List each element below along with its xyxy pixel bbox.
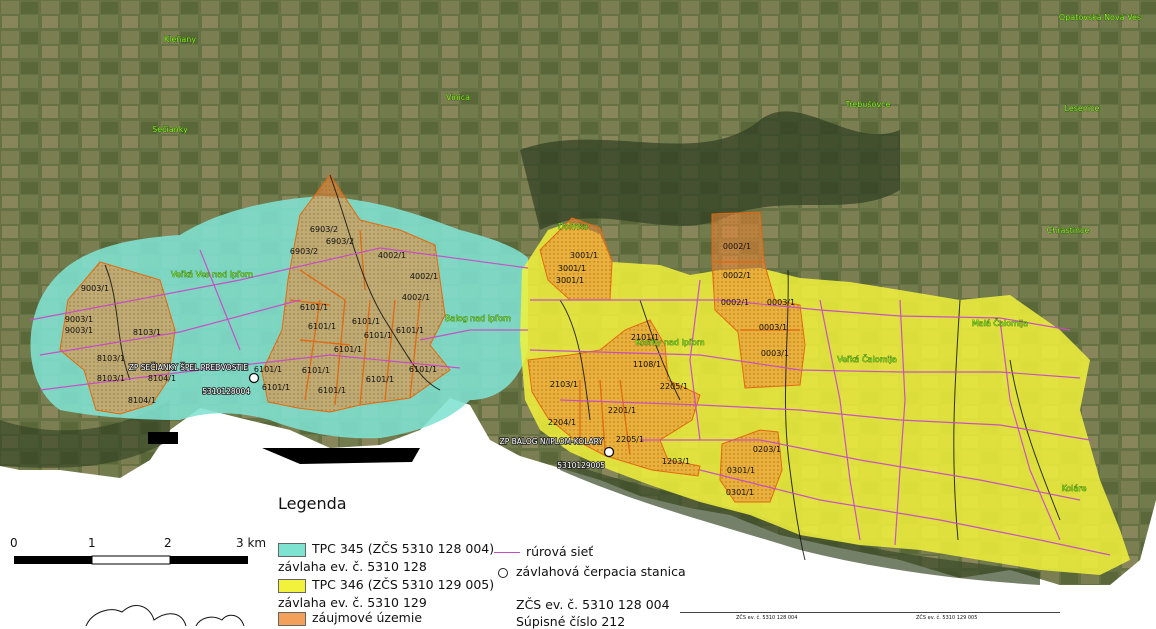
- parcel-label: 8103/1: [97, 374, 125, 383]
- parcel-label: 0002/1: [721, 298, 749, 307]
- station-code: 5310129005: [557, 461, 605, 470]
- station-name: ZP SEČIANKY ŠPEL PREDVOSTIE: [129, 363, 249, 372]
- parcel-label: 0301/1: [727, 466, 755, 475]
- parcel-label: 2201/1: [608, 406, 636, 415]
- scale-tick-0: 0: [10, 536, 18, 550]
- parcel-label: 6903/2: [310, 225, 338, 234]
- legend-zcs: ZČS ev. č. 5310 128 004: [516, 597, 670, 612]
- parcel-label: 3001/1: [556, 276, 584, 285]
- scale-tick-2: 2: [164, 536, 172, 550]
- legend-pipe: rúrová sieť: [526, 544, 594, 559]
- parcel-label: 4002/1: [378, 251, 406, 260]
- parcel-label: 1203/1: [662, 457, 690, 466]
- parcel-label: 6101/1: [318, 386, 346, 395]
- parcel-label: 6101/1: [262, 383, 290, 392]
- parcel-label: 8103/1: [97, 354, 125, 363]
- parcel-label: 9003/1: [81, 284, 109, 293]
- table-col1: ZČS ev. č. 5310 128 004: [736, 615, 798, 621]
- zone-swatch: [278, 612, 306, 626]
- scale-bar: [14, 555, 248, 565]
- parcel-label: 6101/1: [308, 322, 336, 331]
- parcel-label: 2204/1: [548, 418, 576, 427]
- parcel-label: 6903/2: [326, 237, 354, 246]
- legend-supisne: Súpisné číslo 212: [516, 614, 626, 629]
- pump-station-marker[interactable]: [248, 372, 260, 384]
- parcel-label: 4002/1: [402, 293, 430, 302]
- zone-areas: [59, 174, 806, 503]
- legend-tpc345-line2: závlaha ev. č. 5310 128: [278, 559, 427, 574]
- place-label: Dolinka: [558, 222, 588, 231]
- parcel-label: 6101/1: [366, 375, 394, 384]
- station-swatch: [498, 568, 508, 578]
- place-label: Kleňany: [164, 34, 196, 44]
- place-label: Chrastince: [1047, 226, 1090, 235]
- pumping-stations: ZP SEČIANKY ŠPEL PREDVOSTIE 5310128004 ZP …: [128, 362, 615, 471]
- parcel-label: 9003/1: [65, 315, 93, 324]
- place-label: Malá Čalomija: [972, 317, 1028, 328]
- parcel-label: 9003/1: [65, 326, 93, 335]
- station-code: 5310128004: [202, 387, 250, 396]
- info-table: ZČS ev. č. 5310 128 004 ZČS ev. č. 5310 …: [680, 612, 1060, 627]
- place-label: Lesenice: [1065, 104, 1100, 113]
- tpc345-swatch: [278, 543, 306, 557]
- parcel-label: 6101/1: [409, 365, 437, 374]
- parcel-label: 0203/1: [753, 445, 781, 454]
- pipe-swatch: [494, 552, 520, 553]
- parcel-label: 2101/1: [631, 333, 659, 342]
- parcel-labels: 6903/2 6903/2 6903/2 4002/1 4002/1 4002/1 9003…: [65, 225, 795, 497]
- parcel-label: 6101/1: [396, 326, 424, 335]
- legend-tpc345-line1: TPC 345 (ZČS 5310 128 004): [312, 541, 495, 556]
- place-label: Koláre: [1062, 484, 1087, 493]
- parcel-label: 0301/1: [726, 488, 754, 497]
- place-label: Veľká Čalomija: [837, 353, 897, 364]
- parcel-label: 6101/1: [352, 317, 380, 326]
- place-label: Sečianky: [152, 124, 188, 134]
- place-label: Veľká Ves nad Ipľom: [171, 270, 253, 279]
- parcel-label: 6101/1: [334, 345, 362, 354]
- parcel-label: 6101/1: [254, 365, 282, 374]
- parcel-label: 4002/1: [410, 272, 438, 281]
- parcel-label: 3001/1: [558, 264, 586, 273]
- parcel-label: 0003/1: [761, 349, 789, 358]
- parcel-label: 1108/1: [633, 360, 661, 369]
- scale-tick-3: 3 km: [236, 536, 267, 550]
- locator-outline: [85, 605, 187, 626]
- parcel-label: 0003/1: [767, 298, 795, 307]
- parcel-label: 6101/1: [302, 366, 330, 375]
- parcel-label: 8104/1: [128, 396, 156, 405]
- place-label: Trebušovce: [844, 99, 890, 109]
- pump-station-marker[interactable]: [603, 446, 615, 458]
- parcel-label: 8104/1: [148, 374, 176, 383]
- place-label: Balog nad Ipľom: [445, 314, 511, 323]
- parcel-label: 3001/1: [570, 251, 598, 260]
- place-label: Kosihy nad Ipľom: [635, 338, 704, 347]
- parcel-label: 2103/1: [550, 380, 578, 389]
- tpc346-swatch: [278, 579, 306, 593]
- legend-title: Legenda: [278, 494, 347, 513]
- legend-station: závlahová čerpacia stanica: [516, 564, 686, 579]
- legend-tpc346-line2: závlaha ev. č. 5310 129: [278, 595, 427, 610]
- parcel-label: 6101/1: [364, 331, 392, 340]
- tpc346-area: [520, 222, 1130, 575]
- legend-zone: záujmové územie: [312, 610, 423, 625]
- table-col2: ZČS ev. č. 5310 129 005: [916, 615, 978, 621]
- legend-tpc346-line1: TPC 346 (ZČS 5310 129 005): [312, 577, 495, 592]
- parcel-label: 0003/1: [759, 323, 787, 332]
- parcel-label: 2205/1: [616, 435, 644, 444]
- parcel-label: 2205/1: [660, 382, 688, 391]
- parcel-label: 6101/1: [300, 303, 328, 312]
- scale-tick-1: 1: [88, 536, 96, 550]
- parcel-label: 0002/1: [723, 242, 751, 251]
- parcel-label: 0002/1: [723, 271, 751, 280]
- place-label: Vinica: [446, 93, 470, 102]
- place-label: Opatovská Nová Ves: [1059, 13, 1141, 22]
- station-name: ZP BALOG N/IPLOM-KOLARY: [500, 437, 604, 446]
- parcel-label: 6903/2: [290, 247, 318, 256]
- parcel-label: 8103/1: [133, 328, 161, 337]
